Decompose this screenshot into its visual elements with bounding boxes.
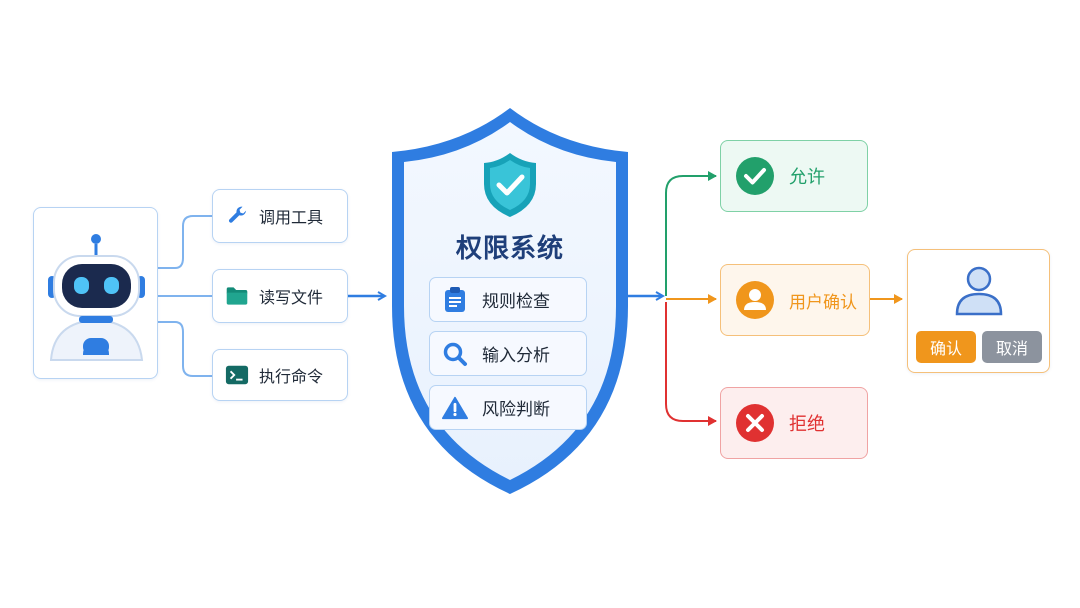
user-icon [955, 266, 1003, 316]
check-circle-icon [735, 156, 775, 196]
magnifier-icon [442, 341, 468, 367]
outcome-label: 允许 [789, 167, 825, 188]
outcome-label: 用户确认 [789, 292, 857, 313]
agent-card [33, 207, 158, 379]
outcome-allow: 允许 [720, 140, 868, 212]
branch-deny [665, 302, 717, 426]
tool-label: 执行命令 [259, 367, 324, 386]
wrench-icon [225, 204, 249, 228]
outcome-deny: 拒绝 [720, 387, 868, 459]
x-circle-icon [735, 403, 775, 443]
cancel-button[interactable]: 取消 [982, 331, 1042, 363]
terminal-icon [225, 363, 249, 387]
shield-check-icon [484, 153, 536, 217]
tool-execute-command: 执行命令 [212, 349, 348, 401]
tool-label: 读写文件 [259, 288, 324, 307]
robot-icon [48, 234, 145, 361]
clipboard-icon [442, 286, 468, 313]
outcome-confirm: 用户确认 [720, 264, 870, 336]
user-confirm-panel: 确认 取消 [907, 249, 1050, 373]
check-label: 输入分析 [482, 346, 550, 366]
check-input: 输入分析 [429, 331, 587, 376]
confirm-button[interactable]: 确认 [916, 331, 976, 363]
branch-allow [665, 171, 717, 296]
tool-label: 调用工具 [259, 208, 324, 227]
outcome-label: 拒绝 [789, 414, 825, 435]
tool-read-write-files: 读写文件 [212, 269, 348, 323]
folder-icon [225, 284, 249, 308]
check-label: 规则检查 [482, 292, 550, 312]
warning-icon [442, 395, 468, 421]
check-risk: 风险判断 [429, 385, 587, 430]
user-circle-icon [735, 280, 775, 320]
shield-title: 权限系统 [455, 234, 564, 264]
check-rule: 规则检查 [429, 277, 587, 322]
tool-call-tools: 调用工具 [212, 189, 348, 243]
check-label: 风险判断 [482, 400, 550, 420]
